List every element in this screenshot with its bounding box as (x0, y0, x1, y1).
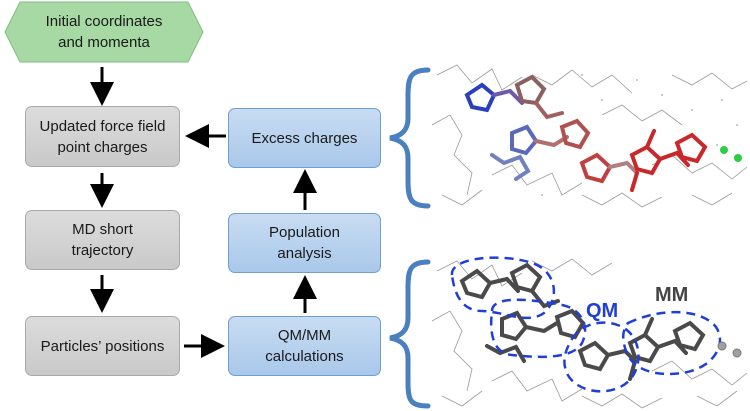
mm-points-upper (541, 74, 738, 196)
ion-sphere (732, 348, 742, 358)
ion-sphere (734, 154, 742, 162)
mm-environment-lines-lower (432, 258, 748, 409)
brace-upper (389, 67, 431, 209)
node-particles-positions: Particles’ positions (25, 316, 180, 376)
ion-sphere (720, 146, 728, 154)
node-updated-force-field: Updated force field point charges (25, 106, 180, 167)
node-md-short-trajectory: MD short trajectory (25, 210, 180, 270)
ion-sphere (717, 341, 727, 351)
node-excess-charges: Excess charges (228, 108, 381, 168)
qm-region-outlines (450, 256, 722, 393)
node-initial-coordinates: Initial coordinates and momenta (45, 13, 163, 51)
qm-molecule-gray (459, 262, 706, 381)
mm-environment-lines-upper (432, 64, 748, 208)
start-hexagon (4, 1, 204, 63)
molecule-panel-charges (432, 64, 748, 208)
qm-region-label: QM (586, 300, 619, 322)
qm-molecule-colored (464, 74, 708, 192)
molecule-panel-qmmm (432, 256, 748, 409)
node-qmmm-calculations: QM/MM calculations (228, 316, 381, 376)
mm-region-label: MM (655, 284, 689, 306)
node-population-analysis: Population analysis (228, 213, 381, 273)
brace-lower (389, 259, 431, 409)
